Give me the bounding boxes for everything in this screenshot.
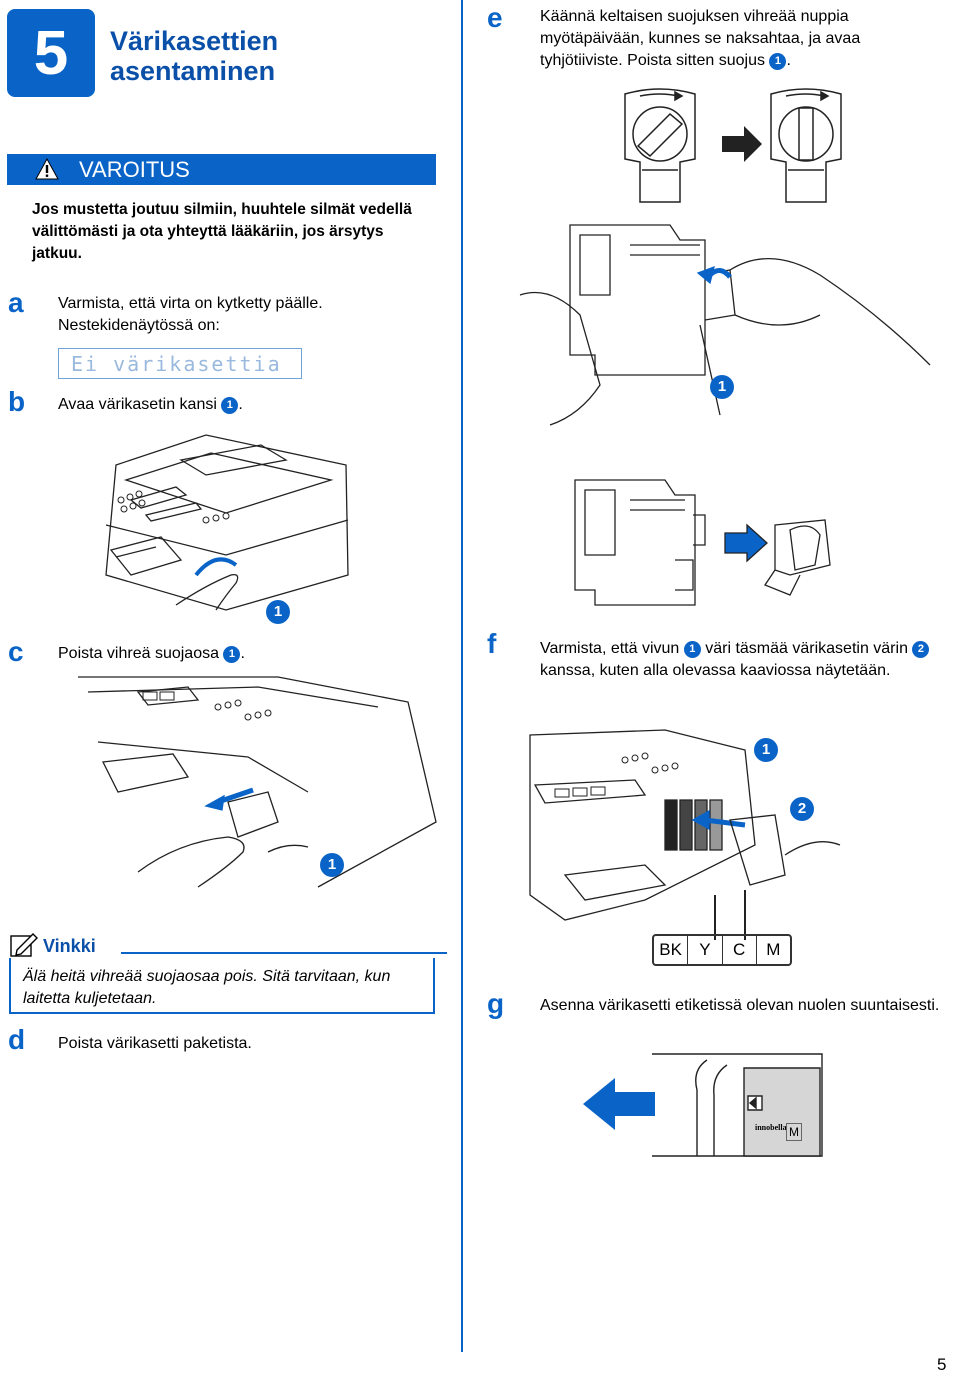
callout-2-cartridge: 2 — [790, 797, 814, 821]
step-c-ref: 1 — [223, 646, 241, 663]
color-label-m: M — [766, 940, 781, 959]
step-letter-g: g — [487, 988, 505, 1019]
callout-1-cover: 1 — [266, 600, 290, 624]
printer-open-cover-illustration — [86, 425, 356, 615]
cartridge-color-letter: M — [786, 1123, 802, 1141]
lever-color-illustration — [525, 725, 845, 925]
color-label-c: C — [723, 936, 757, 964]
step-b-text: Avaa värikasetin kansi — [58, 396, 217, 413]
step-c-end: . — [240, 645, 245, 662]
step-a-line1: Varmista, että virta on kytketty päälle. — [58, 295, 323, 312]
step-number-badge: 5 — [7, 9, 95, 97]
page-title: Värikasettien asentaminen — [110, 26, 279, 86]
step-f-text2: väri täsmää värikasetin värin — [705, 640, 908, 657]
step-c-text: Poista vihreä suojaosa — [58, 645, 219, 662]
warning-banner: VAROITUS — [7, 154, 436, 185]
step-f-text-wrap: Varmista, että vivun 1 väri täsmää värik… — [540, 638, 940, 682]
column-divider — [461, 0, 463, 1352]
color-label-strip: BK Y C M — [652, 934, 792, 966]
color-label-bk: BK — [654, 936, 689, 964]
step-letter-b: b — [8, 386, 26, 417]
warning-label: VAROITUS — [79, 157, 190, 182]
cartridge-brand: innobella — [755, 1123, 787, 1132]
step-f-ref2: 2 — [912, 641, 930, 658]
callout-1-lever: 1 — [754, 738, 778, 762]
cap-knob-after-illustration — [766, 84, 846, 204]
step-e-end: . — [786, 52, 791, 69]
note-pencil-icon — [10, 933, 38, 957]
remove-protective-part-illustration — [78, 672, 438, 892]
step-a-line2: Nestekidenäytössä on: — [58, 317, 220, 334]
page-number: 5 — [937, 1355, 947, 1374]
step-c-text-wrap: Poista vihreä suojaosa 1. — [58, 643, 245, 665]
note-text: Älä heitä vihreää suojaosaa pois. Sitä t… — [9, 958, 435, 1014]
step-e-ref: 1 — [769, 53, 787, 70]
note-header: Vinkki — [9, 930, 447, 960]
step-g-text: Asenna värikasetti etiketissä olevan nuo… — [540, 997, 940, 1014]
color-label-y: Y — [688, 936, 723, 964]
step-letter-d: d — [8, 1024, 26, 1055]
step-d-text: Poista värikasetti paketista. — [58, 1035, 252, 1052]
cartridge-and-cap-illustration — [575, 475, 835, 610]
step-b-end: . — [238, 396, 243, 413]
step-e-text: Käännä keltaisen suojuksen vihreää nuppi… — [540, 8, 861, 69]
warning-text: Jos mustetta joutuu silmiin, huuhtele si… — [32, 201, 412, 262]
step-e-text-wrap: Käännä keltaisen suojuksen vihreää nuppi… — [540, 6, 940, 72]
lcd-display: Ei värikasettia — [58, 348, 302, 379]
step-letter-f: f — [487, 628, 497, 659]
warning-icon — [35, 158, 59, 180]
callout-1-cap: 1 — [710, 375, 734, 399]
step-f-text3: kanssa, kuten alla olevassa kaaviossa nä… — [540, 662, 891, 679]
note-label: Vinkki — [43, 936, 96, 956]
cap-knob-before-illustration — [620, 84, 700, 204]
arrow-right-icon — [722, 126, 762, 162]
insert-direction-arrow-icon — [583, 1078, 655, 1130]
step-letter-e: e — [487, 2, 503, 33]
note-rule — [121, 952, 447, 954]
remove-cap-hands-illustration — [520, 215, 940, 435]
callout-1-green-part: 1 — [320, 853, 344, 877]
cartridge-label-illustration — [652, 1050, 822, 1160]
step-letter-c: c — [8, 636, 24, 667]
step-letter-a: a — [8, 287, 24, 318]
step-f-ref1: 1 — [683, 641, 701, 658]
step-b-ref: 1 — [221, 397, 239, 414]
step-b-text-wrap: Avaa värikasetin kansi 1. — [58, 394, 243, 416]
step-f-text1: Varmista, että vivun — [540, 640, 680, 657]
